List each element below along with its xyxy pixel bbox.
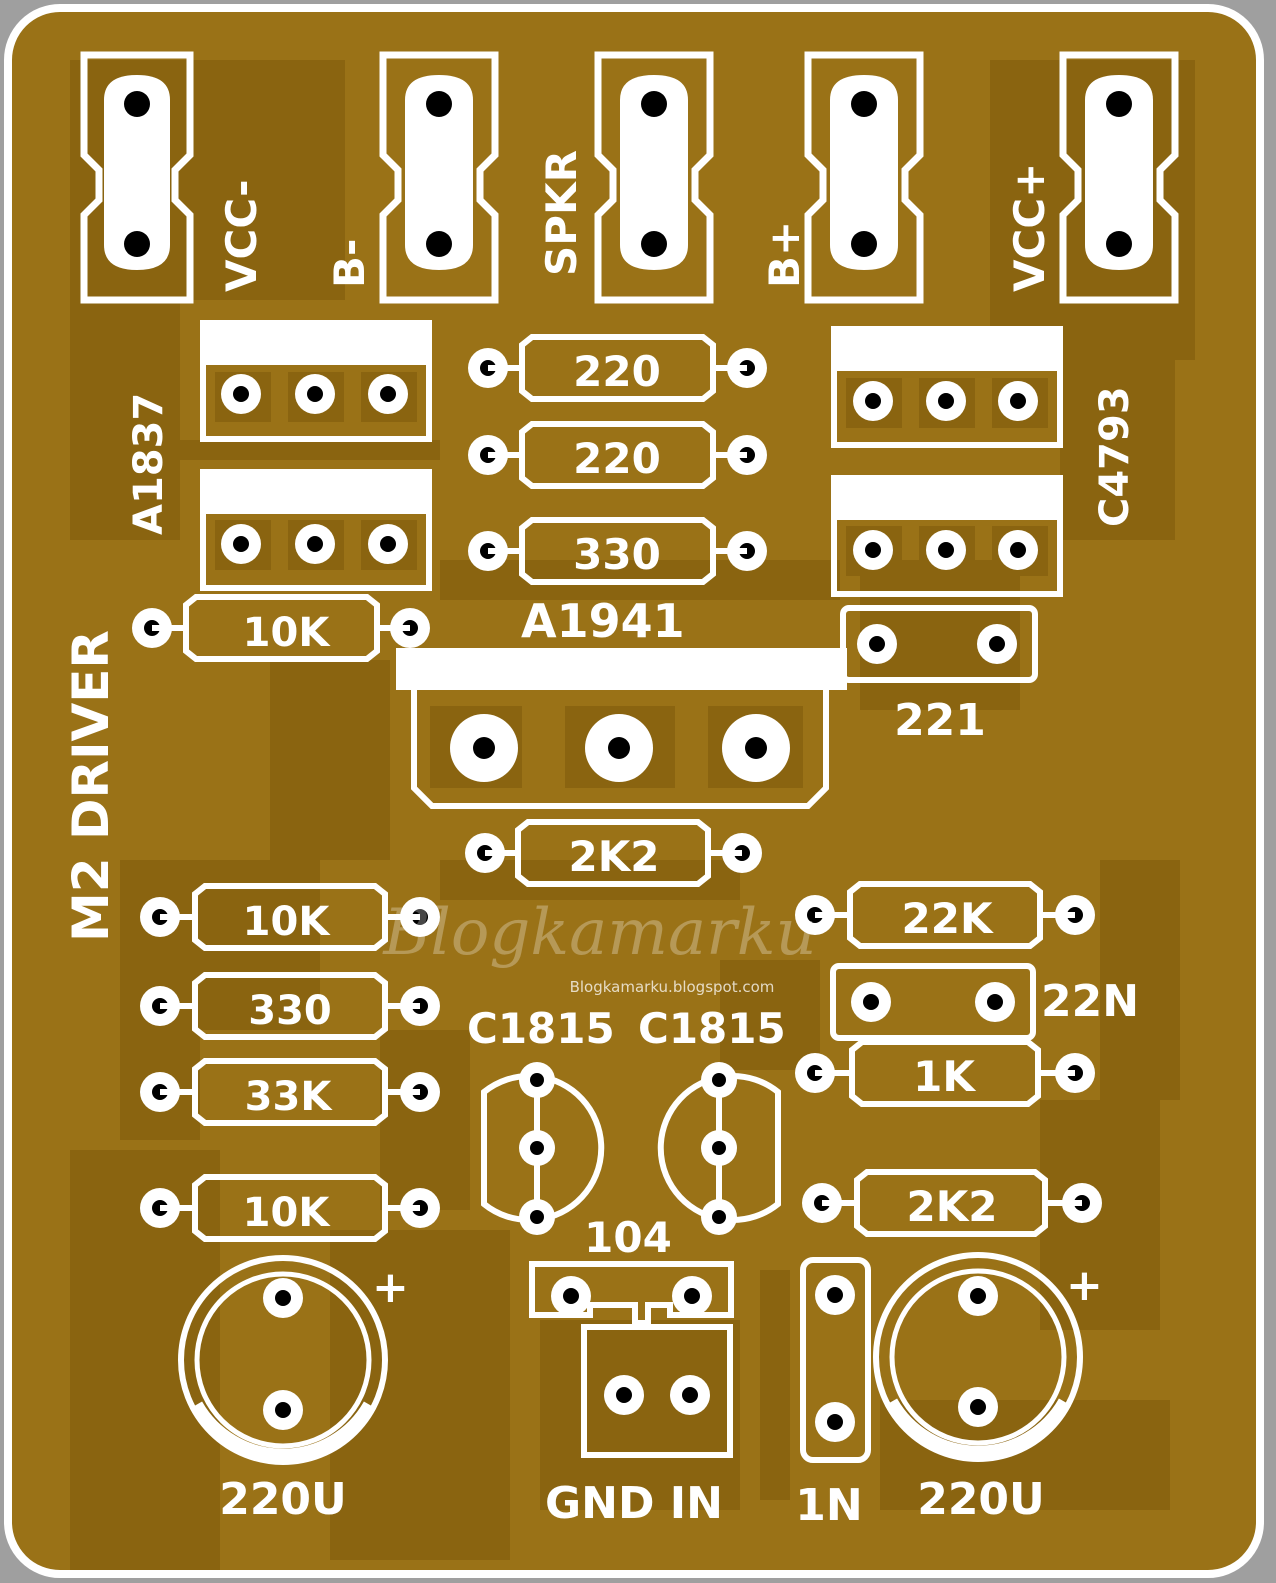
terminal-spkr — [594, 51, 714, 304]
resistor-330-top-value: 330 — [573, 530, 661, 579]
resistor-330-left — [140, 972, 440, 1040]
terminal-label-vcc-plus: VCC+ — [1005, 163, 1054, 292]
terminal-b-plus — [804, 51, 924, 304]
label-c1815-left: C1815 — [467, 1004, 615, 1053]
transistor-c1815-left — [481, 1062, 605, 1235]
resistor-1k-right — [795, 1039, 1095, 1107]
resistor-2k2-mid-value: 2K2 — [569, 832, 660, 881]
resistor-330-top — [468, 517, 767, 585]
connector-gnd-in — [581, 1324, 733, 1458]
label-a1837: A1837 — [126, 393, 172, 535]
resistor-10k-upper — [132, 594, 430, 662]
watermark-url: Blogkamarku.blogspot.com — [570, 978, 775, 996]
capacitor-220u-left-plus: + — [372, 1262, 409, 1313]
transistor-a1837-upper — [200, 320, 432, 442]
resistor-10k-left-value: 10K — [243, 899, 332, 945]
resistor-220-a — [468, 334, 767, 402]
resistor-33k-left — [140, 1058, 440, 1126]
resistor-1k-right-value: 1K — [913, 1052, 976, 1101]
capacitor-22n-value: 22N — [1041, 976, 1139, 1027]
label-c4793: C4793 — [1092, 386, 1138, 527]
resistor-330-left-value: 330 — [248, 988, 332, 1034]
terminal-vcc-minus — [80, 51, 194, 304]
capacitor-220u-right — [873, 1252, 1083, 1462]
transistor-a1941 — [396, 648, 847, 809]
transistor-c4793-upper — [831, 326, 1063, 448]
diode-1n — [800, 1257, 871, 1463]
diode-1n-label: 1N — [795, 1480, 862, 1531]
capacitor-221-value: 221 — [894, 695, 986, 746]
resistor-2k2-right — [802, 1169, 1102, 1237]
resistor-10k-lower — [140, 1174, 440, 1242]
resistor-10k-lower-value: 10K — [243, 1190, 332, 1236]
resistor-2k2-mid — [465, 819, 762, 887]
resistor-33k-left-value: 33K — [245, 1074, 334, 1120]
capacitor-220u-left — [178, 1255, 388, 1465]
capacitor-104-value: 104 — [584, 1213, 672, 1262]
terminal-label-b-minus: B- — [325, 239, 374, 288]
watermark-name: Blogkamarku — [382, 896, 816, 970]
transistor-c1815-right — [657, 1062, 781, 1235]
label-a1941: A1941 — [521, 594, 685, 648]
board-title: M2 DRIVER — [62, 630, 120, 942]
resistor-22k-right — [795, 881, 1095, 949]
label-c1815-right: C1815 — [638, 1004, 786, 1053]
connector-gnd-in-label: GND IN — [545, 1478, 723, 1529]
transistor-c4793-lower — [831, 475, 1063, 597]
resistor-220-a-value: 220 — [573, 347, 661, 396]
capacitor-104 — [529, 1261, 734, 1326]
resistor-10k-upper-value: 10K — [243, 610, 332, 656]
capacitor-221 — [840, 605, 1038, 683]
resistor-2k2-right-value: 2K2 — [907, 1182, 998, 1231]
terminal-label-b-plus: B+ — [760, 221, 809, 288]
capacitor-220u-right-value: 220U — [917, 1474, 1045, 1525]
terminal-label-spkr: SPKR — [537, 150, 586, 276]
capacitor-22n — [830, 963, 1036, 1041]
capacitor-220u-left-value: 220U — [219, 1474, 347, 1525]
resistor-220-b-value: 220 — [573, 434, 661, 483]
transistor-a1837-lower — [200, 469, 432, 591]
terminal-b-minus — [379, 51, 499, 304]
resistor-22k-right-value: 22K — [902, 894, 994, 943]
terminal-label-vcc-minus: VCC- — [217, 179, 266, 292]
resistor-10k-left — [140, 883, 440, 951]
capacitor-220u-right-plus: + — [1066, 1260, 1103, 1311]
resistor-220-b — [468, 421, 767, 489]
terminal-vcc-plus — [1059, 51, 1179, 304]
